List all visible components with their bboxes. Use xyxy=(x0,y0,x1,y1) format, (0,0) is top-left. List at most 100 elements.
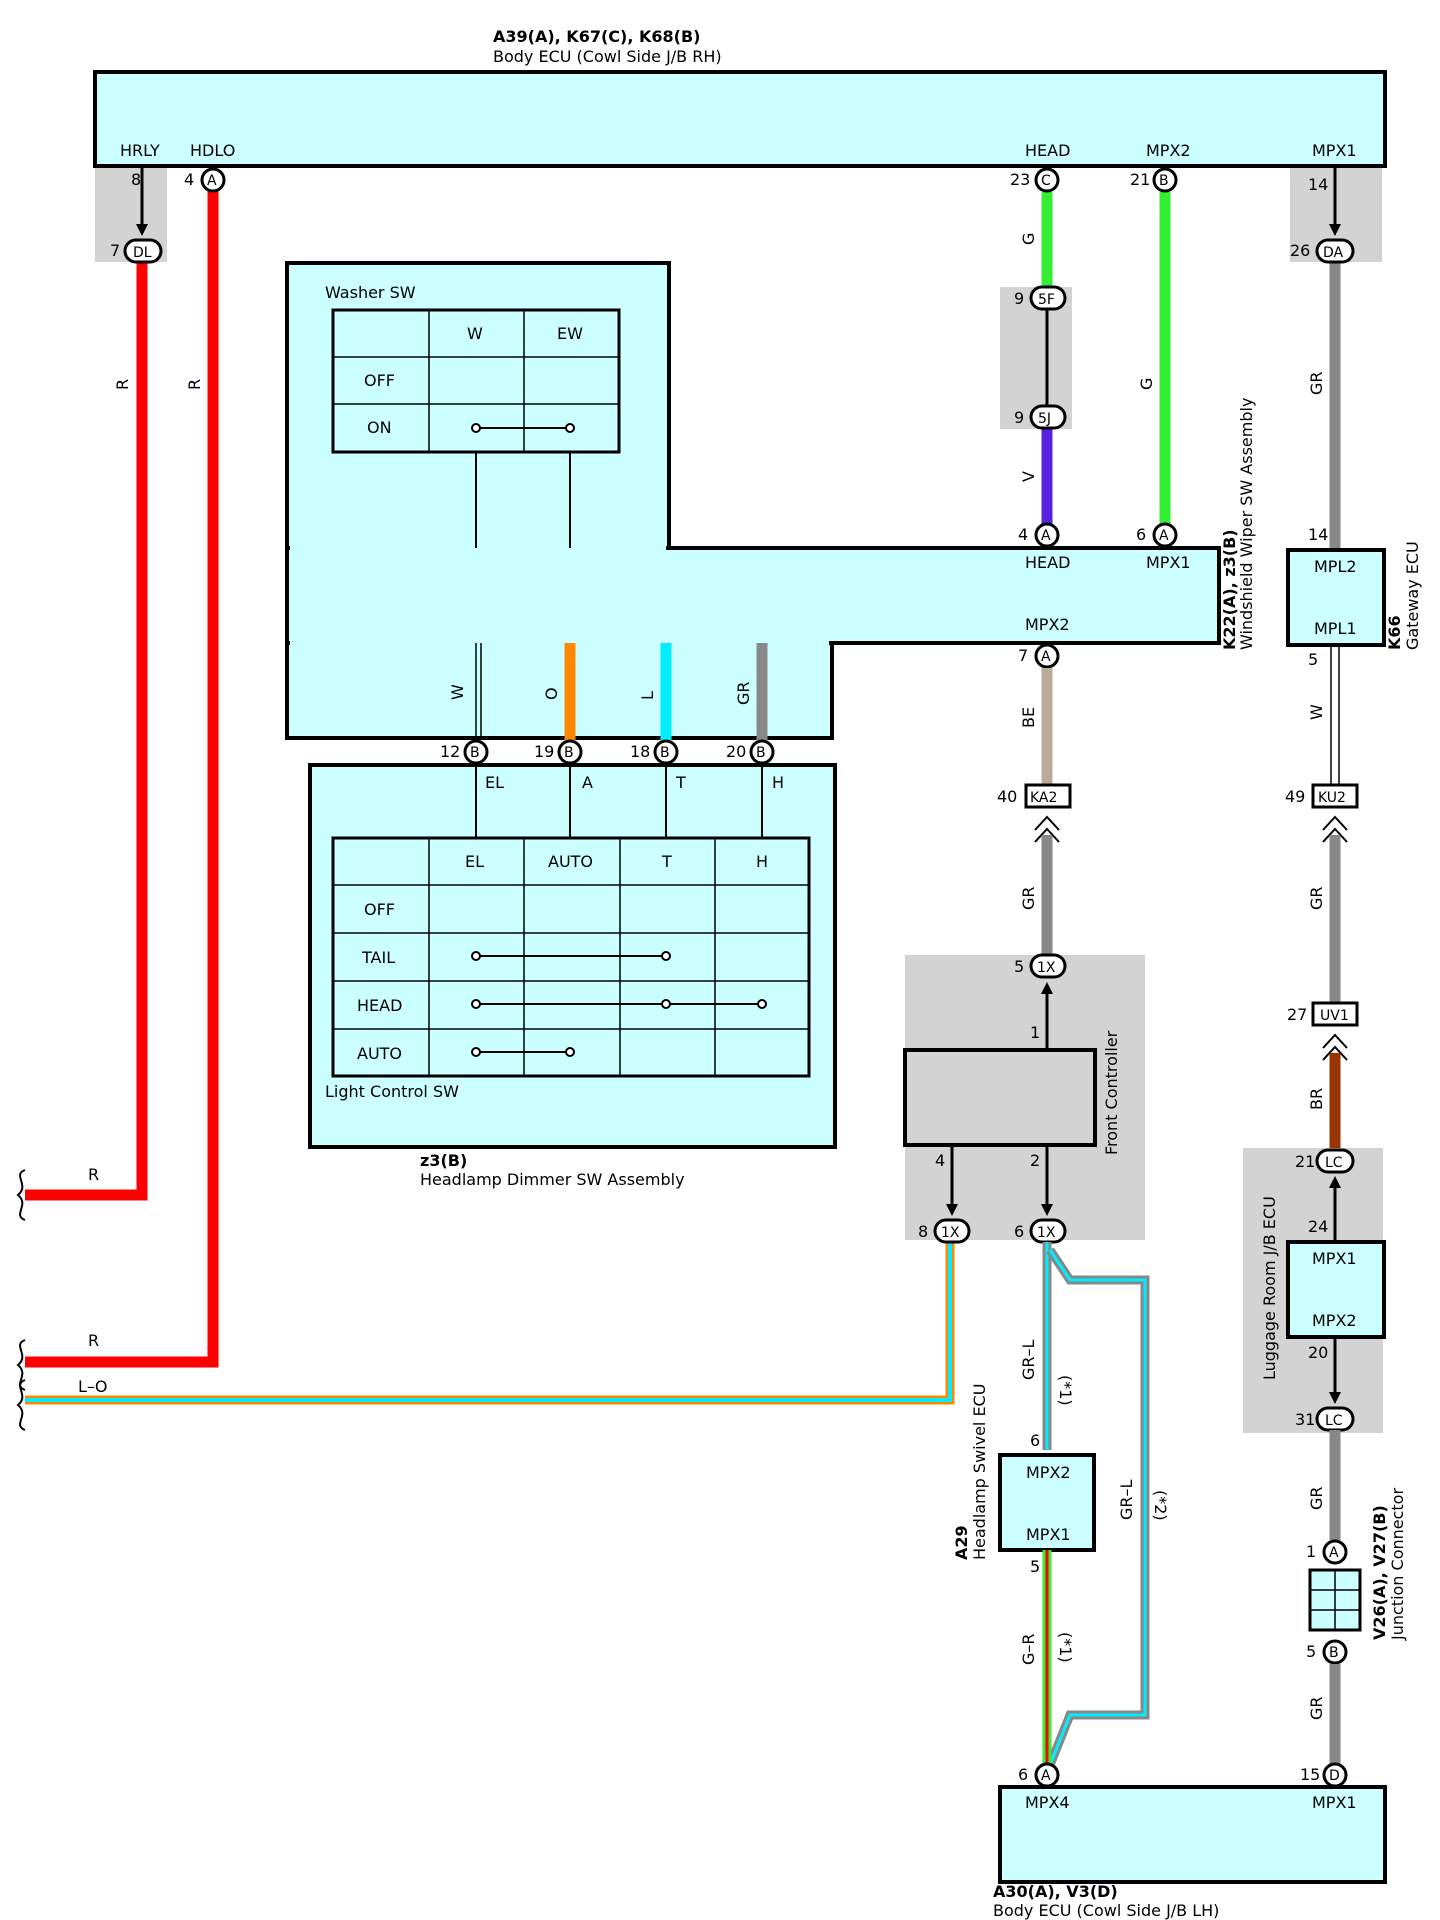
pin-9: 9 xyxy=(1014,408,1024,427)
connector-b-label: B xyxy=(564,745,574,761)
body-ecu-lh-code: A30(A), V3(D) xyxy=(993,1882,1118,1901)
wiper-sw-code: K22(A), z3(B) xyxy=(1220,529,1239,650)
lh-pin-mpx1: MPX1 xyxy=(1312,1793,1357,1812)
washer-row-off: OFF xyxy=(364,371,395,390)
gateway-pin-mpl1: MPL1 xyxy=(1314,619,1357,638)
connector-a-hdlo: A xyxy=(200,167,226,193)
splice-5f-5j xyxy=(1000,287,1072,429)
connector-c xyxy=(1034,167,1060,193)
pin-4: 4 xyxy=(1018,525,1028,544)
junction-connector: V26(A), V27(B) Junction Connector xyxy=(1308,1488,1407,1641)
wire-label-r: R xyxy=(113,379,132,390)
connector-dl-label: DL xyxy=(133,245,152,261)
light-sw-title: Light Control SW xyxy=(325,1082,459,1101)
pin-14: 14 xyxy=(1308,525,1328,544)
connector-b-row: B 12 B 19 B 18 B 20 xyxy=(440,739,775,765)
pin-8: 8 xyxy=(918,1222,928,1241)
gateway-pin-mpl2: MPL2 xyxy=(1314,557,1357,576)
connector-lc-label: LC xyxy=(1325,1155,1343,1171)
pin-5: 5 xyxy=(1306,1642,1316,1661)
luggage-pin-mpx1: MPX1 xyxy=(1312,1249,1357,1268)
pin-8: 8 xyxy=(131,170,141,189)
wiper-sw-assembly: K22(A), z3(B) Windshield Wiper SW Assemb… xyxy=(285,261,1256,740)
body-ecu-rh-code: A39(A), K67(C), K68(B) xyxy=(493,27,700,46)
swivel-name: Headlamp Swivel ECU xyxy=(970,1384,989,1560)
pin-12: 12 xyxy=(440,742,460,761)
wire-label-gr: GR xyxy=(1307,886,1326,910)
connector-dl: DL xyxy=(123,238,163,264)
pin-label-mpx1: MPX1 xyxy=(1312,141,1357,160)
dimmer-name: Headlamp Dimmer SW Assembly xyxy=(420,1170,685,1189)
connector-1x-label: 1X xyxy=(1037,1225,1056,1241)
pin-14: 14 xyxy=(1308,175,1328,194)
washer-sw-table: Washer SW W EW OFF ON xyxy=(325,283,621,548)
light-row-auto: AUTO xyxy=(357,1044,402,1063)
pin-23: 23 xyxy=(1010,170,1030,189)
pin-24: 24 xyxy=(1308,1217,1328,1236)
light-col-el: EL xyxy=(465,852,484,871)
connector-b-mpx2 xyxy=(1152,167,1178,193)
connector-da-label: DA xyxy=(1323,245,1344,261)
pin-20: 20 xyxy=(1308,1343,1328,1362)
light-col-auto: AUTO xyxy=(548,852,593,871)
gateway-code: K66 xyxy=(1385,615,1404,650)
connector-a-mpx2 xyxy=(1034,643,1060,669)
wiper-pin-mpx1: MPX1 xyxy=(1146,553,1191,572)
pin-2: 2 xyxy=(1030,1151,1040,1170)
pin-6: 6 xyxy=(1136,525,1146,544)
gateway-name: Gateway ECU xyxy=(1403,541,1422,650)
wire-label-r: R xyxy=(88,1165,99,1184)
terminal-a: A xyxy=(582,773,593,792)
connector-b-label: B xyxy=(1329,1645,1339,1661)
break-mark xyxy=(16,1169,26,1221)
terminal-t: T xyxy=(675,773,686,792)
connector-a-label: A xyxy=(1041,1768,1051,1784)
chevron xyxy=(1322,815,1348,843)
connector-da xyxy=(1315,238,1355,264)
wire-hrly-red xyxy=(25,262,148,1201)
light-col-h: H xyxy=(756,852,768,871)
luggage-pin-mpx2: MPX2 xyxy=(1312,1311,1357,1330)
connector-1x-label: 1X xyxy=(1037,960,1056,976)
note-2: (*2) xyxy=(1151,1490,1170,1521)
connector-lc-top xyxy=(1315,1148,1355,1174)
pin-19: 19 xyxy=(534,742,554,761)
wire-gr-l-loop-stripe xyxy=(1048,1249,1147,1766)
junction-name: Junction Connector xyxy=(1388,1488,1407,1641)
connector-5f-label: 5F xyxy=(1038,292,1055,308)
pin-label-hdlo: HDLO xyxy=(190,141,235,160)
terminal-el: EL xyxy=(485,773,504,792)
front-controller-name: Front Controller xyxy=(1102,1030,1121,1155)
headlamp-dimmer-sw: EL A T H EL AUTO T H OFF TAIL HEAD AUTO xyxy=(308,763,837,1189)
wire-label-gr: GR xyxy=(1307,371,1326,395)
wiper-sw-name: Windshield Wiper SW Assembly xyxy=(1237,398,1256,650)
chevron xyxy=(1322,1033,1348,1061)
wire-label-g: G xyxy=(1019,233,1038,245)
wire-label-o: O xyxy=(542,687,561,700)
connector-a-label: A xyxy=(1329,1545,1339,1561)
luggage-room-ecu: MPX1 MPX2 Luggage Room J/B ECU xyxy=(1260,1196,1386,1380)
headlamp-swivel-ecu: MPX2 MPX1 A29 Headlamp Swivel ECU xyxy=(952,1384,1096,1560)
connector-a-label: A xyxy=(1041,528,1051,544)
connector-lc-label: LC xyxy=(1325,1413,1343,1429)
terminal-h: H xyxy=(772,773,784,792)
pin-5: 5 xyxy=(1308,650,1318,669)
pin-18: 18 xyxy=(630,742,650,761)
pin-26: 26 xyxy=(1290,241,1310,260)
wire-label-gr: GR xyxy=(1307,1486,1326,1510)
wire-label-be: BE xyxy=(1019,707,1038,728)
pin-4: 4 xyxy=(184,170,194,189)
break-mark xyxy=(16,1379,26,1431)
pin-6: 6 xyxy=(1014,1222,1024,1241)
luggage-name: Luggage Room J/B ECU xyxy=(1260,1196,1279,1380)
connector-ka2 xyxy=(1024,783,1072,809)
connector-1x-label: 1X xyxy=(941,1225,960,1241)
connector-a-label: A xyxy=(207,173,217,189)
wire-label-r: R xyxy=(88,1331,99,1350)
body-ecu-lh-name: Body ECU (Cowl Side J/B LH) xyxy=(993,1901,1219,1920)
pin-7: 7 xyxy=(110,241,120,260)
dimmer-code: z3(B) xyxy=(420,1151,467,1170)
wire-label-g: G xyxy=(1137,378,1156,390)
washer-sw-title: Washer SW xyxy=(325,283,416,302)
pin-label-mpx2: MPX2 xyxy=(1146,141,1191,160)
